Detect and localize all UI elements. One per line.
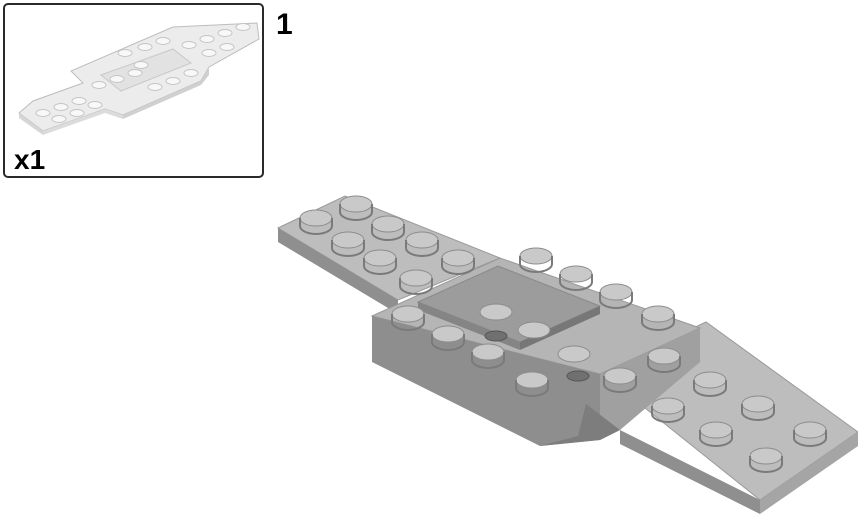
studs [299,195,827,473]
part-thumbnail [18,22,260,135]
part-quantity: x1 [14,144,46,175]
step-number: 1 [276,8,293,41]
parts-list-box: x1 [3,3,264,178]
